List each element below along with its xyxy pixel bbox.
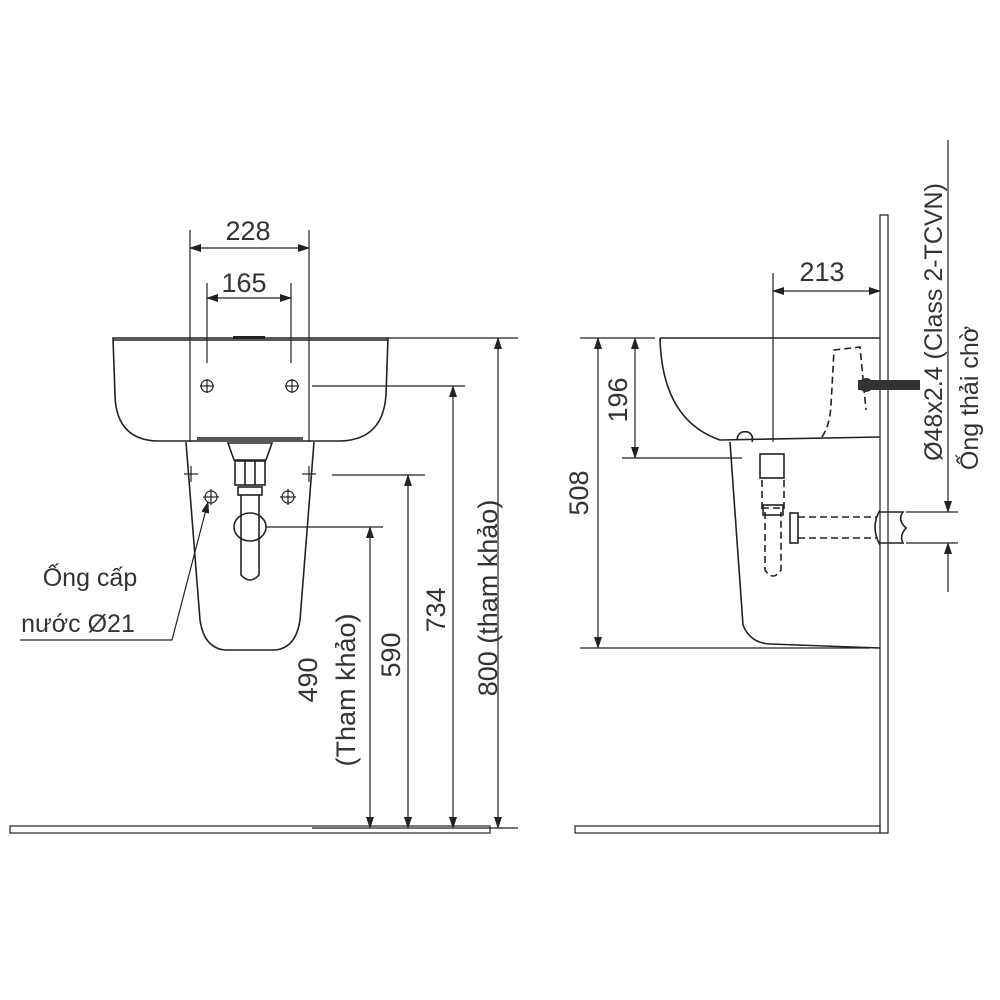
dim-590-label: 590 [376,632,406,677]
drain-trap-front [226,442,274,581]
pipe-label: Ống thải chờ [954,326,984,470]
pedestal-side [729,441,881,649]
dim-228-label: 228 [225,216,270,246]
pedestal-front [185,441,315,651]
pipe-spec-label: Ø48x2.4 (Class 2-TCVN) [920,183,948,461]
dim-734-label: 734 [421,587,451,632]
dim-800-label: 800 (tham khảo) [473,500,503,697]
dim-490-note: (Tham khảo) [331,613,361,766]
supply-label-line1: Ống cấp [43,562,138,592]
front-view: 228 165 800 (tham khảo) 734 590 490 (Tha… [9,216,518,834]
wall-bolt-icon [858,378,920,392]
basin-side [659,337,881,441]
side-view: 213 508 196 Ø48x2.4 (Class 2-TCVN) Ống t… [564,140,984,834]
supply-label-line2: nước Ø21 [21,610,135,638]
dim-508-label: 508 [564,470,594,515]
dim-213-label: 213 [799,257,844,287]
drain-trap-side [759,453,908,577]
mounting-hole-icons [184,379,316,505]
dim-490-label: 490 [293,657,323,702]
floor-slab-front [9,825,491,834]
dim-165-label: 165 [221,268,266,298]
drain-pipe-stub [874,509,908,546]
dim-196-label: 196 [603,377,633,422]
floor-slab-side [574,825,881,834]
basin-front [112,337,389,442]
wall [879,214,889,834]
